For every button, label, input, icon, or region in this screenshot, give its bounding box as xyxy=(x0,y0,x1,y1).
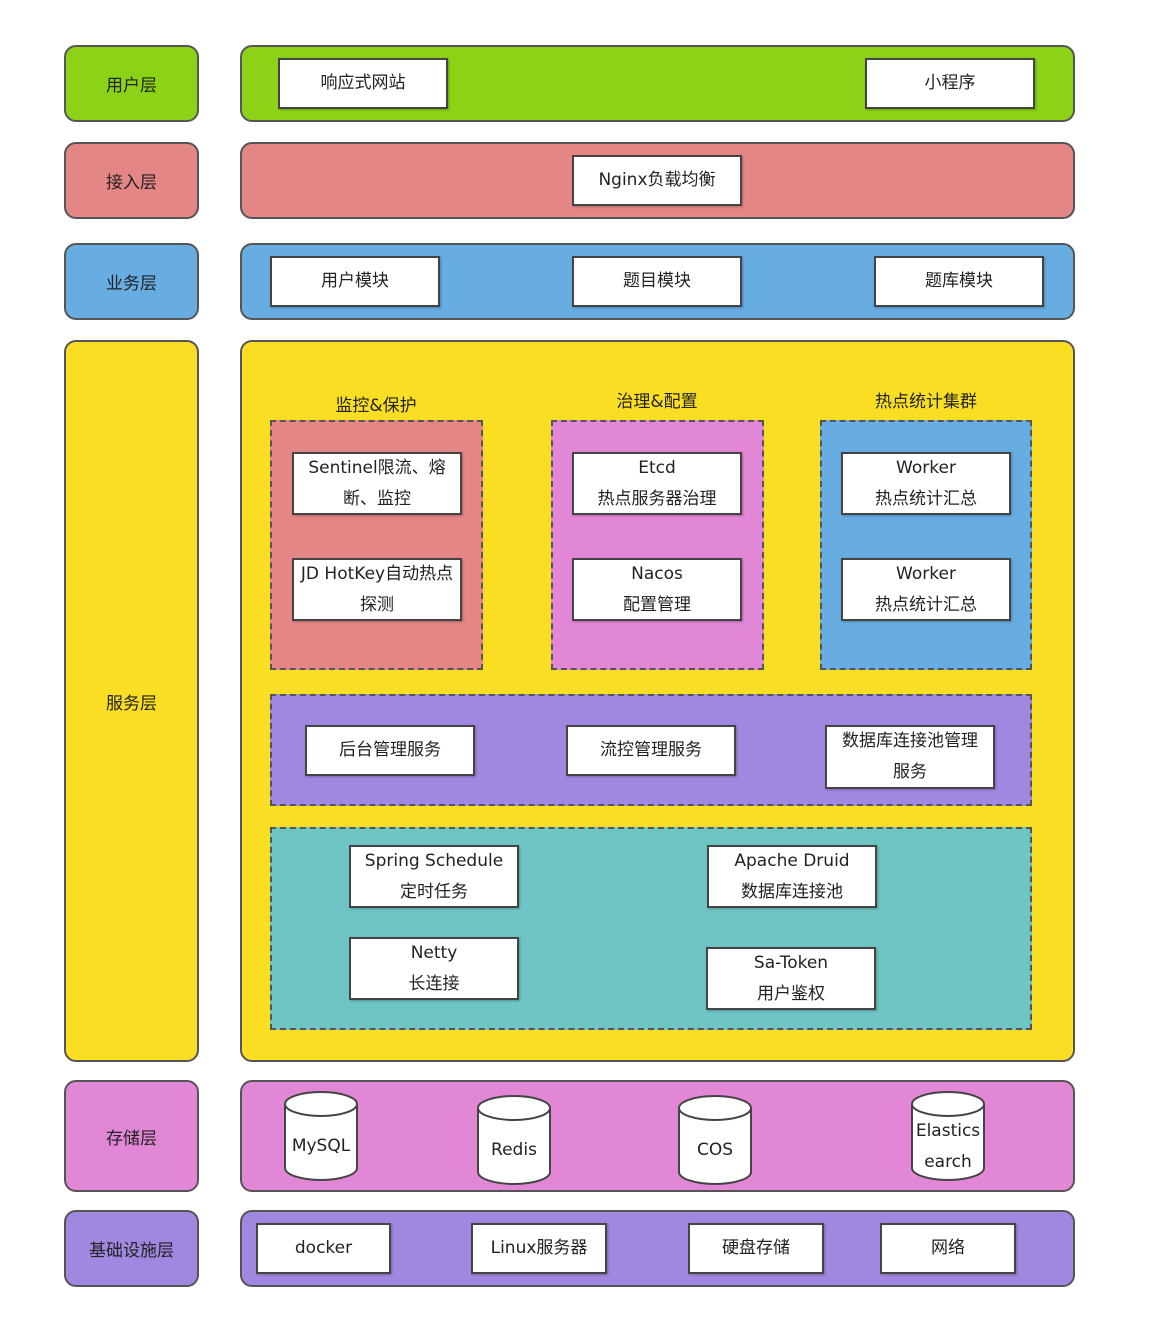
box-text: Nginx负载均衡 xyxy=(598,170,716,190)
box-text-line2: 服务 xyxy=(893,762,927,782)
box-text: Linux服务器 xyxy=(490,1238,588,1258)
box-text-line2: 用户鉴权 xyxy=(757,983,825,1004)
cos-cylinder: COS xyxy=(677,1094,753,1186)
box-text: 响应式网站 xyxy=(320,73,406,93)
box-text-line1: Netty xyxy=(410,942,458,963)
mini-program-box: 小程序 xyxy=(865,58,1035,109)
box-text-line2: 定时任务 xyxy=(400,881,468,902)
responsive-website-box: 响应式网站 xyxy=(278,58,448,109)
box-text: 硬盘存储 xyxy=(722,1238,790,1258)
box-text-line1: Worker xyxy=(896,563,956,584)
docker-box: docker xyxy=(256,1223,391,1274)
layer-label-text: 业务层 xyxy=(106,274,157,294)
sentinel-box: Sentinel限流、熔 断、监控 xyxy=(292,452,462,515)
layer-label-infra: 基础设施层 xyxy=(64,1210,199,1287)
cylinder-label: Redis xyxy=(491,1140,537,1160)
spring-schedule-box: Spring Schedule 定时任务 xyxy=(349,845,519,908)
layer-label-user: 用户层 xyxy=(64,45,199,122)
question-bank-module-box: 题库模块 xyxy=(874,256,1044,307)
etcd-box: Etcd 热点服务器治理 xyxy=(572,452,742,515)
database-cylinder-icon xyxy=(477,1095,551,1185)
box-text: 流控管理服务 xyxy=(600,740,702,760)
user-module-box: 用户模块 xyxy=(270,256,440,307)
box-text-line1: 数据库连接池管理 xyxy=(842,731,978,751)
layer-label-text: 存储层 xyxy=(106,1128,157,1149)
database-cylinder-icon xyxy=(911,1091,985,1181)
monitor-group-title: 监控&保护 xyxy=(335,396,417,416)
box-text-line1: Nacos xyxy=(631,563,683,584)
mysql-cylinder: MySQL xyxy=(283,1090,359,1182)
disk-storage-box: 硬盘存储 xyxy=(688,1223,824,1274)
layer-label-text: 基础设施层 xyxy=(89,1241,174,1261)
box-text-line2: 长连接 xyxy=(408,973,460,994)
box-text-line2: 热点统计汇总 xyxy=(875,594,977,615)
nacos-box: Nacos 配置管理 xyxy=(572,558,742,621)
box-text-line2: 热点统计汇总 xyxy=(875,488,977,509)
elasticsearch-cylinder: Elastics earch xyxy=(910,1090,986,1182)
worker-box-2: Worker 热点统计汇总 xyxy=(841,558,1011,621)
layer-label-business: 业务层 xyxy=(64,243,199,320)
box-text-line1: Etcd xyxy=(638,457,676,478)
flow-control-service-box: 流控管理服务 xyxy=(566,725,736,776)
box-text: 用户模块 xyxy=(321,271,389,291)
db-pool-management-box: 数据库连接池管理 服务 xyxy=(825,725,995,789)
cylinder-label-line1: Elastics xyxy=(915,1121,981,1141)
admin-service-box: 后台管理服务 xyxy=(305,725,475,776)
box-text-line2: 配置管理 xyxy=(623,594,691,615)
layer-label-service: 服务层 xyxy=(64,340,199,1062)
box-text-line2: 数据库连接池 xyxy=(741,881,843,902)
box-text: 题库模块 xyxy=(925,271,993,291)
layer-label-text: 用户层 xyxy=(106,76,157,96)
box-text-line2: 探测 xyxy=(360,594,394,615)
box-text: 网络 xyxy=(931,1238,965,1258)
box-text-line2: 断、监控 xyxy=(343,488,411,509)
layer-label-text: 服务层 xyxy=(106,693,157,714)
apache-druid-box: Apache Druid 数据库连接池 xyxy=(707,845,877,908)
layer-label-storage: 存储层 xyxy=(64,1080,199,1192)
box-text: 题目模块 xyxy=(623,271,691,291)
redis-cylinder: Redis xyxy=(476,1094,552,1186)
box-text-line1: Sentinel限流、熔 xyxy=(308,457,446,478)
box-text: 小程序 xyxy=(924,73,976,93)
layer-label-text: 接入层 xyxy=(106,173,157,193)
network-box: 网络 xyxy=(880,1223,1016,1274)
jd-hotkey-box: JD HotKey自动热点 探测 xyxy=(292,558,462,621)
database-cylinder-icon xyxy=(284,1091,358,1181)
box-text-line1: Apache Druid xyxy=(734,850,850,871)
box-text-line1: JD HotKey自动热点 xyxy=(300,563,454,584)
linux-server-box: Linux服务器 xyxy=(471,1223,607,1274)
layer-label-access: 接入层 xyxy=(64,142,199,219)
box-text-line2: 热点服务器治理 xyxy=(597,488,717,509)
question-module-box: 题目模块 xyxy=(572,256,742,307)
cylinder-label: COS xyxy=(696,1140,734,1160)
box-text-line1: Sa-Token xyxy=(753,952,829,973)
nginx-box: Nginx负载均衡 xyxy=(572,155,742,206)
box-text: docker xyxy=(294,1238,353,1258)
hotspot-group-title: 热点统计集群 xyxy=(875,392,977,412)
worker-box-1: Worker 热点统计汇总 xyxy=(841,452,1011,515)
box-text-line1: Worker xyxy=(896,457,956,478)
box-text-line1: Spring Schedule xyxy=(364,850,504,871)
governance-group-title: 治理&配置 xyxy=(616,392,698,412)
box-text: 后台管理服务 xyxy=(339,740,441,760)
cylinder-label: MySQL xyxy=(291,1136,351,1156)
cylinder-label-line2: earch xyxy=(924,1152,972,1172)
database-cylinder-icon xyxy=(678,1095,752,1185)
sa-token-box: Sa-Token 用户鉴权 xyxy=(706,947,876,1010)
netty-box: Netty 长连接 xyxy=(349,937,519,1000)
